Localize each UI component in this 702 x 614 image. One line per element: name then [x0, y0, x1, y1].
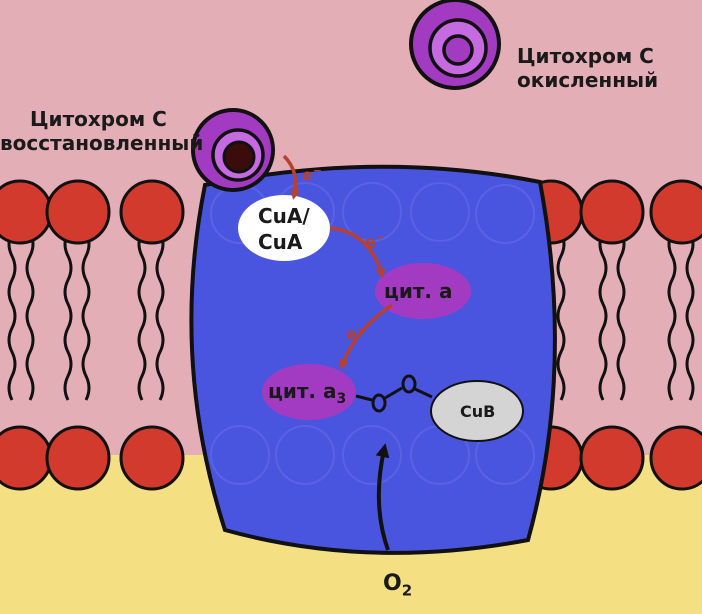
label-electron-3: e−	[346, 318, 366, 346]
electron-arrow-2	[329, 226, 386, 279]
label-cub: CuB	[460, 402, 496, 421]
label-oxygen: O2	[383, 572, 412, 602]
label-cyt-c-oxidized: Цитохром С окисленный	[517, 44, 658, 92]
electron-arrow-3	[339, 303, 393, 370]
lipid-head	[0, 179, 53, 245]
lipid-heads-top	[0, 179, 702, 245]
lipid-head	[649, 425, 702, 491]
label-subscript: 3	[336, 391, 347, 407]
cytochrome-c-oxidized	[409, 0, 501, 90]
label-cua: CuA/ CuA	[258, 203, 310, 255]
lipid-head	[579, 179, 645, 245]
oxygen-entry-arrow	[375, 443, 390, 551]
electron-symbol: e	[365, 232, 376, 252]
label-electron-1: e−	[302, 159, 322, 187]
lipid-head	[0, 425, 53, 491]
oxygen-symbol: O	[383, 571, 402, 596]
electron-arrow-1	[282, 154, 301, 200]
label-line: Цитохром С	[517, 44, 654, 68]
electron-symbol: e	[302, 165, 313, 185]
electron-charge: −	[375, 231, 386, 244]
label-line: CuA	[258, 230, 303, 254]
label-line: CuA/	[258, 204, 310, 228]
lipid-head	[119, 425, 185, 491]
label-line: восстановленный	[0, 131, 204, 155]
cyt-a-center	[375, 263, 471, 319]
cua-center	[238, 195, 330, 261]
lipid-head	[579, 425, 645, 491]
label-cyt-a3: цит. a3	[268, 379, 346, 411]
oxygen-bridge	[355, 374, 433, 413]
electron-transfer-arrows	[282, 154, 393, 370]
cytochrome-c-reduced	[191, 108, 275, 192]
lipid-head	[45, 425, 111, 491]
label-line: Цитохром С	[30, 107, 167, 131]
lipid-head	[45, 179, 111, 245]
label-cyt-c-reduced: Цитохром С восстановленный	[0, 107, 203, 155]
label-electron-2: e−	[365, 226, 385, 254]
electron-symbol: e	[346, 324, 357, 344]
cub-center	[430, 380, 524, 442]
lipid-head	[649, 179, 702, 245]
electron-charge: −	[312, 164, 323, 177]
label-cyt-a: цит. a	[384, 279, 453, 303]
cyt-a3-center	[262, 364, 356, 420]
label-text: цит. a	[268, 379, 337, 403]
label-line: окисленный	[517, 68, 659, 92]
electron-charge: −	[356, 323, 367, 336]
oxygen-subscript: 2	[401, 581, 413, 600]
cytochrome-oxidase-complex	[189, 164, 557, 555]
lipid-head	[119, 179, 185, 245]
